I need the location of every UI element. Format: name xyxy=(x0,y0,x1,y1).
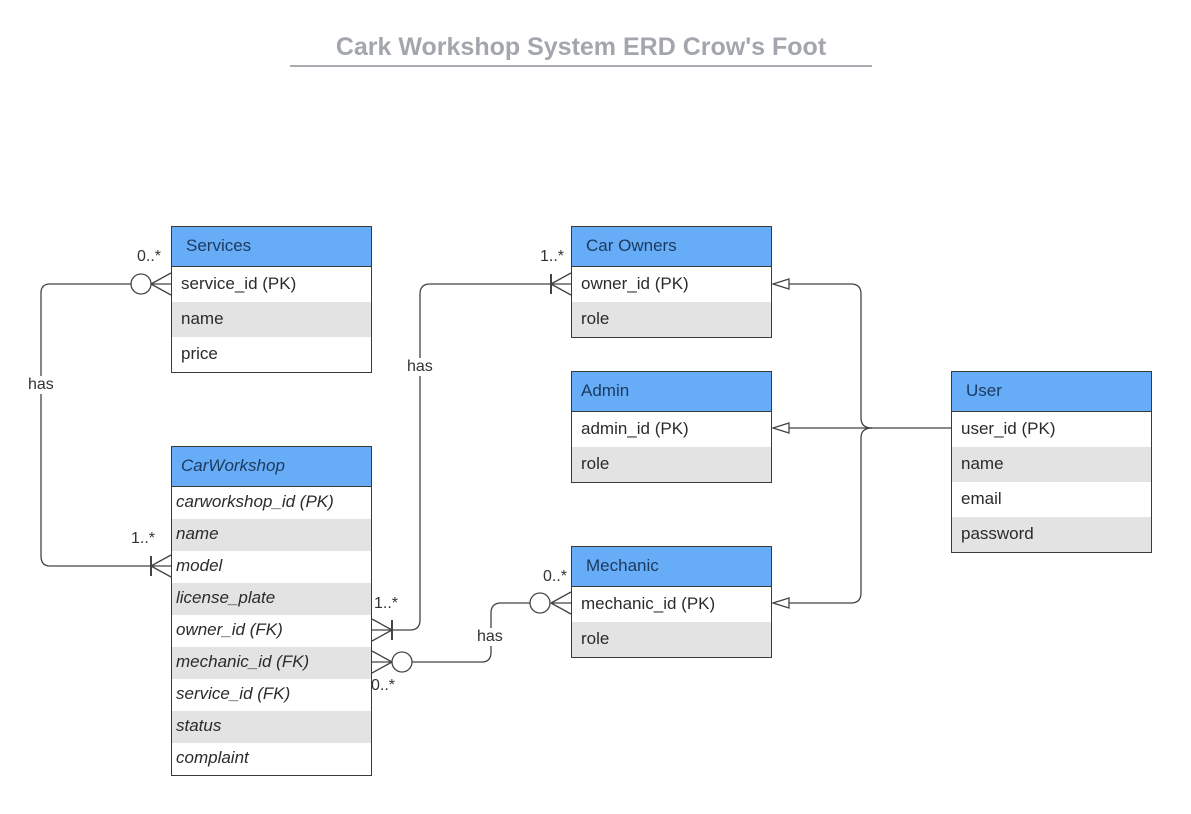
cardinality-owners: 1..* xyxy=(540,248,565,265)
cardinality-workshop-owner: 1..* xyxy=(374,595,399,612)
entity-field: service_id (FK) xyxy=(176,684,291,703)
arrow-owners xyxy=(770,278,790,290)
entity-field: role xyxy=(572,447,771,482)
entity-header: User xyxy=(952,372,1151,412)
crowfoot-workshop-mechanic xyxy=(371,650,393,674)
cardinality-workshop-mechanic: 0..* xyxy=(371,677,396,694)
entity-field: price xyxy=(181,344,218,363)
entity-field: name xyxy=(172,519,371,551)
diagram-title: Cark Workshop System ERD Crow's Foot xyxy=(335,33,827,61)
entity-field: owner_id (PK) xyxy=(581,274,689,293)
entity-field: role xyxy=(572,622,771,657)
entity-field: email xyxy=(961,489,1002,508)
cardinality-workshop-services: 1..* xyxy=(131,530,156,547)
services-workshop-line xyxy=(40,283,171,567)
entity-car-workshop[interactable]: CarWorkshop carworkshop_id (PK) name mod… xyxy=(171,446,372,776)
entity-header: Admin xyxy=(572,372,771,412)
entity-admin[interactable]: Admin admin_id (PK) role xyxy=(571,371,772,483)
cardinality-mechanic: 0..* xyxy=(543,568,568,585)
user-to-mechanic xyxy=(788,427,873,604)
entity-header: Mechanic xyxy=(572,547,771,587)
crowfoot-workshop-owner xyxy=(371,618,393,642)
entity-mechanic[interactable]: Mechanic mechanic_id (PK) role xyxy=(571,546,772,658)
entity-field: user_id (PK) xyxy=(961,419,1056,438)
entity-field: license_plate xyxy=(172,583,371,615)
entity-field: service_id (PK) xyxy=(181,274,297,293)
zero-circle-mechanic xyxy=(529,592,551,614)
user-to-owners xyxy=(788,283,873,429)
crowfoot-owners xyxy=(550,272,572,296)
crowfoot-services xyxy=(150,272,172,296)
arrow-admin xyxy=(770,422,790,434)
title-underline xyxy=(290,65,872,67)
entity-field: owner_id (FK) xyxy=(176,620,283,639)
entity-car-owners[interactable]: Car Owners owner_id (PK) role xyxy=(571,226,772,338)
arrow-mechanic xyxy=(770,597,790,609)
entity-header: CarWorkshop xyxy=(172,447,371,487)
entity-field: status xyxy=(172,711,371,743)
entity-services[interactable]: Services service_id (PK) name price xyxy=(171,226,372,373)
entity-field: model xyxy=(176,556,223,575)
workshop-owners-line xyxy=(372,283,571,631)
entity-user[interactable]: User user_id (PK) name email password xyxy=(951,371,1152,553)
entity-field: password xyxy=(952,517,1151,552)
workshop-mechanic-line xyxy=(412,602,530,663)
entity-field: name xyxy=(172,302,371,337)
entity-header: Car Owners xyxy=(572,227,771,267)
crowfoot-workshop-model xyxy=(150,554,172,578)
zero-circle-services xyxy=(130,273,152,295)
entity-field: admin_id (PK) xyxy=(581,419,689,438)
entity-field: mechanic_id (FK) xyxy=(172,647,371,679)
zero-circle-workshop xyxy=(391,651,413,673)
entity-header: Services xyxy=(172,227,371,267)
entity-field: carworkshop_id (PK) xyxy=(176,492,334,511)
relationship-label-workshop-owners: has xyxy=(406,358,434,376)
relationship-label-services-workshop: has xyxy=(27,376,55,394)
relationship-label-workshop-mechanic: has xyxy=(476,628,504,646)
cardinality-services: 0..* xyxy=(137,248,162,265)
entity-field: mechanic_id (PK) xyxy=(581,594,716,613)
crowfoot-mechanic xyxy=(550,591,572,615)
entity-field: role xyxy=(572,302,771,337)
entity-field: complaint xyxy=(176,748,249,767)
entity-field: name xyxy=(952,447,1151,482)
